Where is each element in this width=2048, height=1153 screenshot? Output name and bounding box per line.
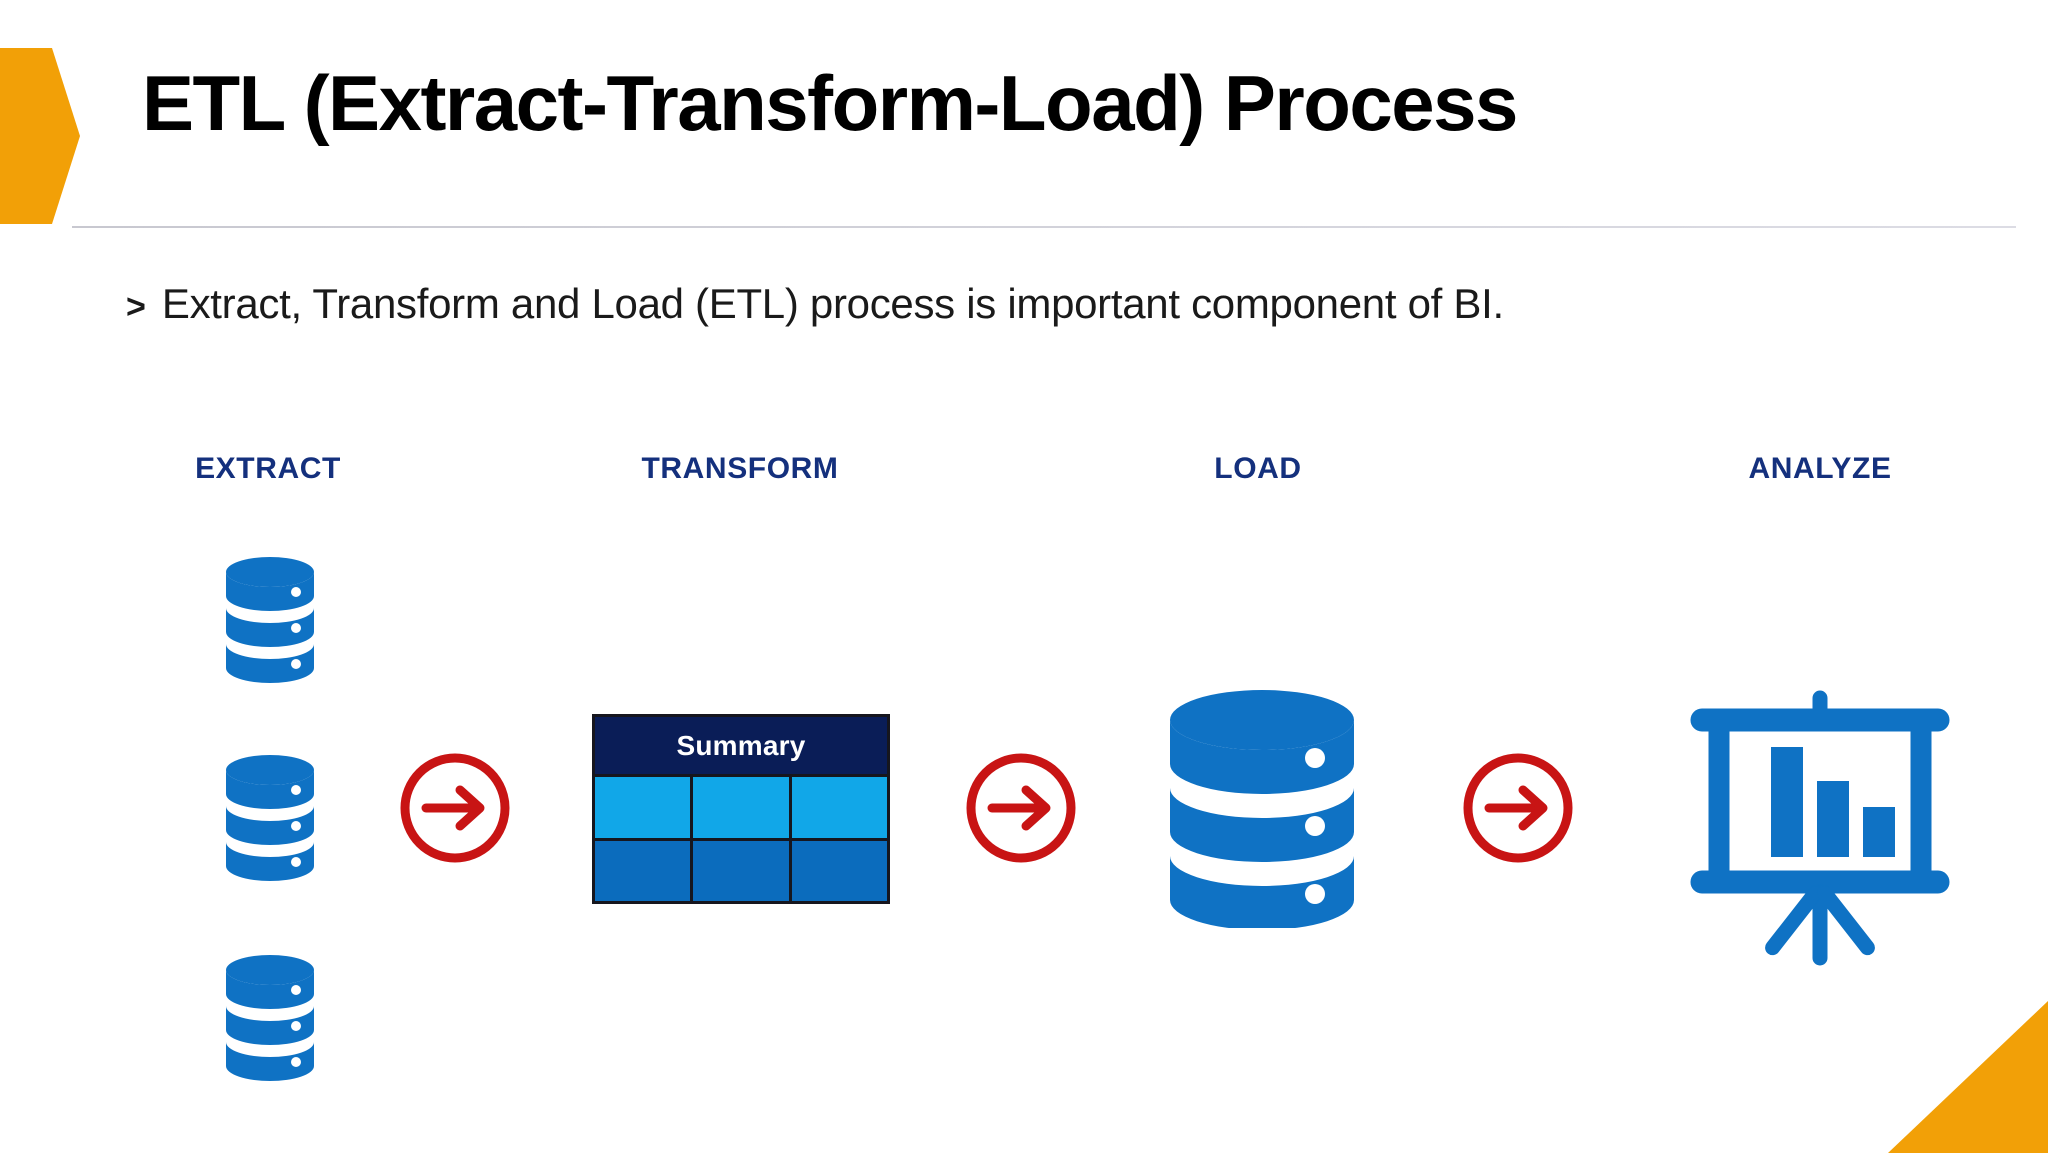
summary-table-cell [595, 777, 694, 838]
summary-table-row [595, 777, 887, 841]
summary-table-cell [693, 777, 792, 838]
presentation-chart-icon [1690, 690, 1950, 966]
summary-table-row [595, 840, 887, 901]
bullet-text: Extract, Transform and Load (ETL) proces… [161, 280, 1504, 327]
title-divider [72, 226, 2016, 228]
summary-table-cell [595, 840, 694, 901]
bullet-item: > Extract, Transform and Load (ETL) proc… [126, 283, 1504, 325]
summary-table-icon: Summary [592, 714, 890, 904]
arrow-right-circle-icon [1463, 753, 1573, 863]
stage-label-transform: TRANSFORM [641, 452, 839, 485]
orange-corner-triangle-icon [1888, 1001, 2048, 1153]
orange-arrow-accent-icon [0, 48, 80, 224]
summary-table-cell [791, 777, 887, 838]
database-stack-icon [226, 557, 314, 683]
page-title: ETL (Extract-Transform-Load) Process [142, 59, 1518, 147]
summary-table-header: Summary [595, 717, 887, 777]
bullet-chevron-icon: > [126, 288, 146, 326]
database-stack-icon [226, 755, 314, 881]
database-large-icon [1170, 690, 1354, 928]
stage-label-extract: EXTRACT [195, 452, 341, 485]
summary-table-cell [693, 840, 792, 901]
stage-label-analyze: ANALYZE [1748, 452, 1892, 485]
arrow-right-circle-icon [400, 753, 510, 863]
summary-table-cell [791, 840, 887, 901]
database-stack-icon [226, 955, 314, 1081]
stage-label-load: LOAD [1214, 452, 1302, 485]
arrow-right-circle-icon [966, 753, 1076, 863]
